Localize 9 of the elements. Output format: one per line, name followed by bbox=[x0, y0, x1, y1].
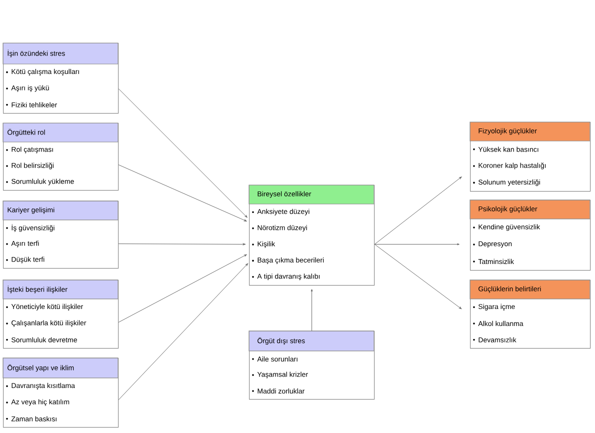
arrow bbox=[118, 164, 247, 222]
arrow bbox=[118, 243, 246, 246]
arrow bbox=[310, 289, 313, 332]
arrow bbox=[118, 254, 247, 323]
arrow bbox=[374, 243, 460, 246]
arrow bbox=[374, 176, 462, 245]
arrow bbox=[374, 244, 462, 310]
arrow bbox=[118, 88, 248, 218]
arrow bbox=[118, 263, 248, 400]
